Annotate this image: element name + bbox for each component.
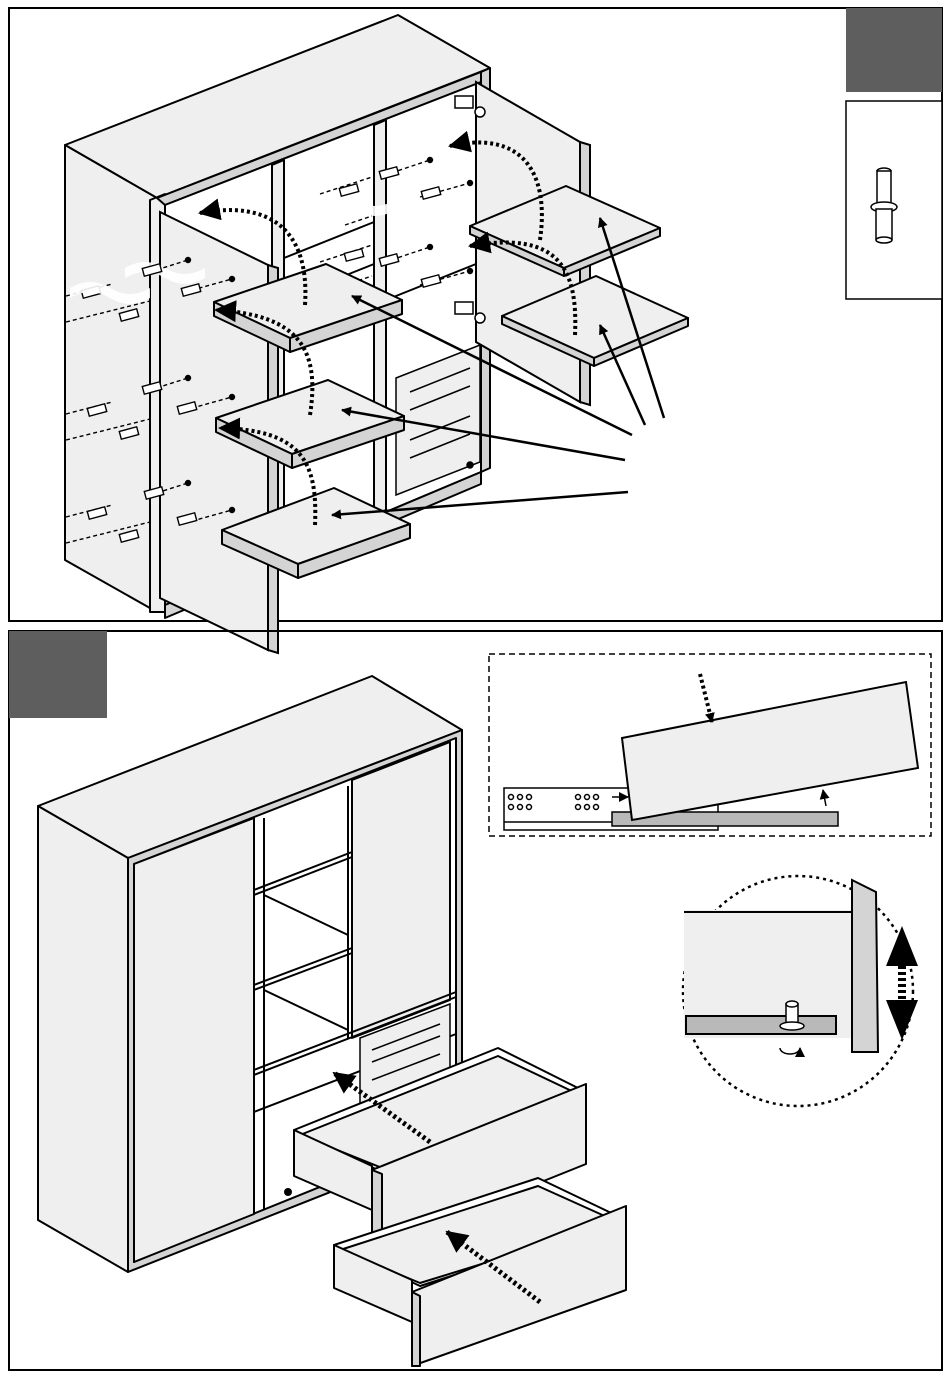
cabinet-left-side-bottom <box>38 806 128 1272</box>
cabinet-left-side <box>65 145 157 612</box>
press-down-arrow <box>700 674 712 722</box>
step-badge-top <box>846 8 942 92</box>
step-panel-top <box>9 8 942 653</box>
detail-height-adjust <box>683 876 918 1106</box>
right-door-closed <box>352 742 450 1038</box>
drawer-front-detail <box>852 880 878 1052</box>
drawer-panel-tilted <box>622 682 918 820</box>
left-door-closed <box>134 818 254 1262</box>
step-badge-bottom <box>9 631 107 718</box>
hardware-part-box <box>846 101 942 299</box>
detail-runner-fit <box>489 654 931 836</box>
step-panel-bottom <box>9 631 942 1370</box>
